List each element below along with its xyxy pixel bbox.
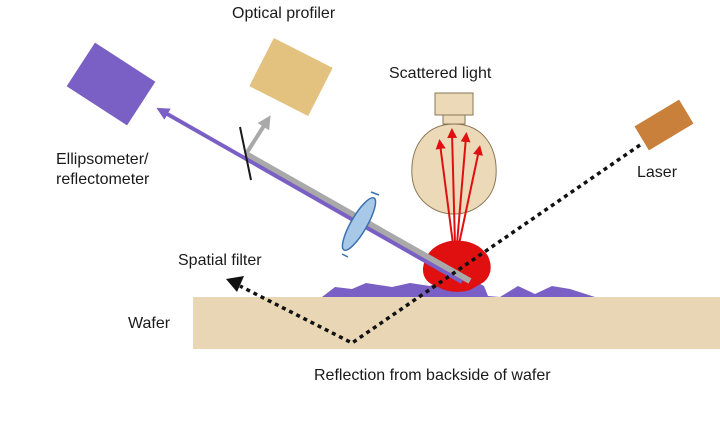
particle	[422, 240, 491, 292]
scattered-light-label: Scattered light	[389, 65, 492, 82]
optical-profiler-label: Optical profiler	[232, 5, 336, 22]
lens	[341, 191, 380, 258]
beam-splitter	[239, 126, 252, 181]
spatial-filter-label: Spatial filter	[178, 252, 262, 269]
wafer-body	[193, 297, 720, 349]
profiler-arrow	[244, 115, 271, 156]
wafer-label: Wafer	[128, 315, 171, 332]
ellipsometer-label-line2: reflectometer	[56, 171, 150, 188]
scatter-rays	[435, 128, 483, 245]
reflection-label: Reflection from backside of wafer	[314, 367, 551, 384]
laser-label: Laser	[637, 164, 678, 181]
laser-source	[634, 99, 694, 151]
ellipsometer-label-line1: Ellipsometer/	[56, 151, 149, 168]
spatial-filter-arrow	[226, 276, 244, 292]
laser-path	[239, 143, 641, 346]
ellipsometer-beam	[156, 107, 463, 284]
ellipsometer-box	[66, 42, 156, 126]
optical-profiler-box	[249, 37, 333, 117]
